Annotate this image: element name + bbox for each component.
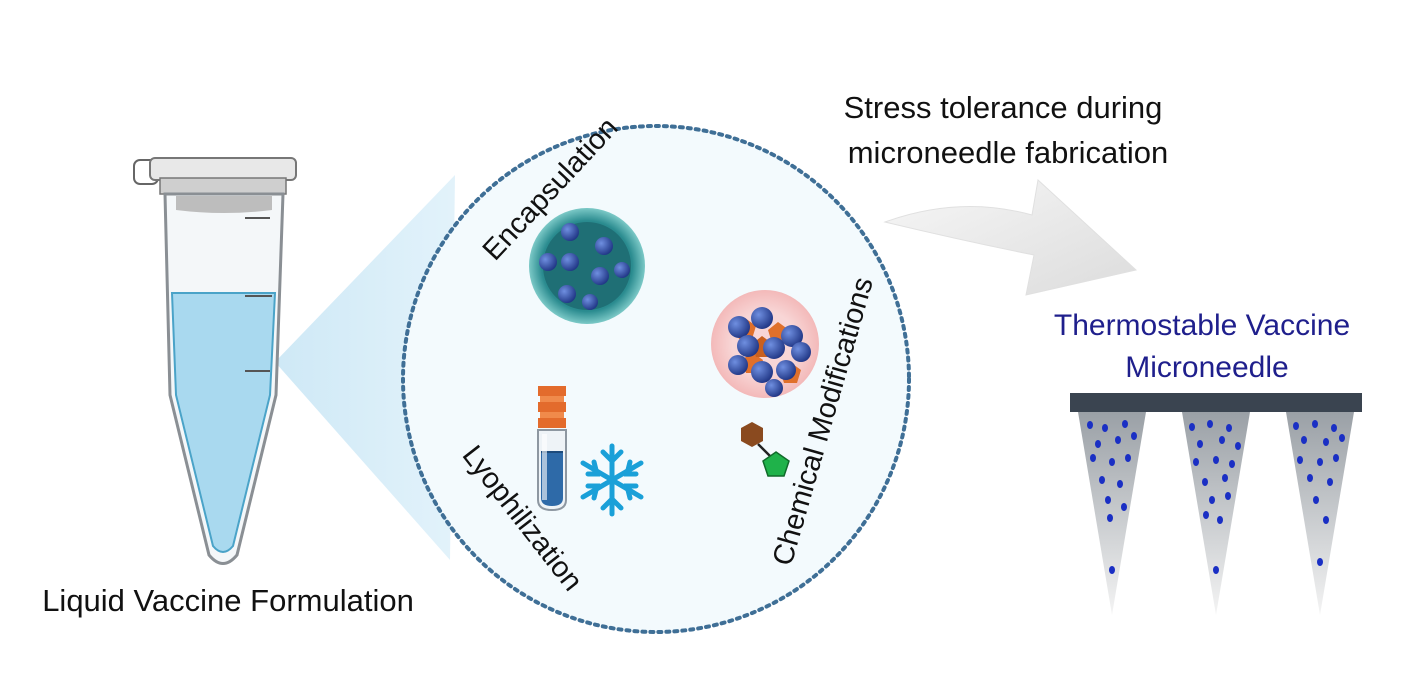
- tube-label: Liquid Vaccine Formulation: [42, 583, 414, 618]
- zoom-cone: [275, 175, 455, 560]
- snowflake-icon: [580, 443, 644, 517]
- microneedle: [1078, 412, 1146, 615]
- microneedle: [1286, 412, 1354, 615]
- microneedle-base: [1070, 393, 1362, 412]
- molecule-icon: [741, 422, 790, 477]
- curved-arrow-icon: [883, 179, 1138, 296]
- result-label-line2: Microneedle: [1125, 351, 1288, 384]
- vial-icon: [537, 386, 567, 512]
- zoom-circle: [401, 124, 911, 634]
- nanoparticle-icon: [529, 208, 645, 324]
- result-label-line1: Thermostable Vaccine: [1054, 309, 1350, 342]
- stress-label-line1: Stress tolerance during: [844, 90, 1163, 125]
- molecule-cluster-icon: [711, 290, 819, 398]
- stress-label-line2: microneedle fabrication: [848, 135, 1169, 170]
- microcentrifuge-tube-icon: [133, 157, 297, 565]
- microneedle-array-icon: [1070, 393, 1362, 615]
- microneedle: [1182, 412, 1250, 615]
